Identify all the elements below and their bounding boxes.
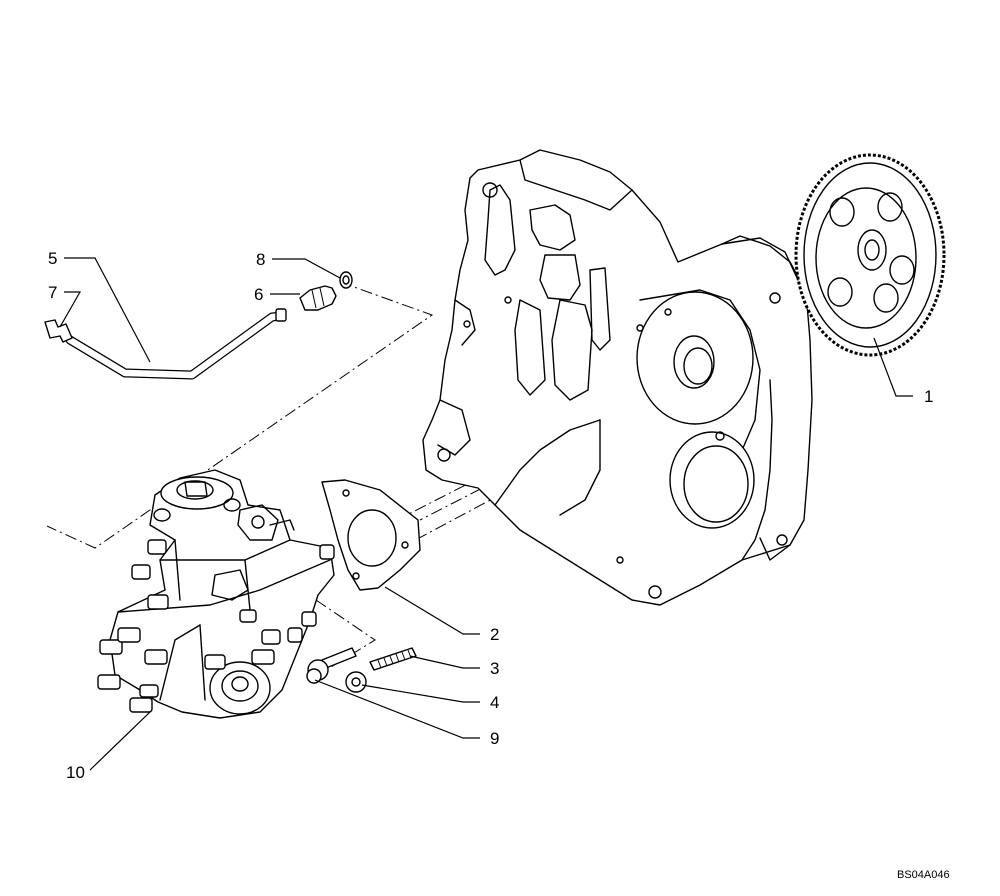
gasket-part xyxy=(321,479,421,591)
callout-8: 8 xyxy=(256,250,265,269)
stud-part xyxy=(369,647,417,671)
callout-7: 7 xyxy=(48,283,57,302)
union-part xyxy=(44,319,73,343)
callout-leaders xyxy=(59,257,913,771)
washer-part xyxy=(339,271,353,289)
callout-1: 1 xyxy=(924,387,933,406)
callout-5: 5 xyxy=(48,249,57,268)
injection-pump-part xyxy=(97,469,335,719)
callout-2: 2 xyxy=(490,625,499,644)
drawing-code: BS04A046 xyxy=(897,869,950,881)
timing-cover-housing xyxy=(422,149,813,606)
fitting-part xyxy=(299,285,337,311)
nut-part xyxy=(345,671,367,693)
callout-labels: 1 2 3 4 5 6 7 8 9 10 xyxy=(48,249,933,782)
screw-part xyxy=(306,647,357,684)
callout-10: 10 xyxy=(66,763,85,782)
callout-3: 3 xyxy=(490,659,499,678)
callout-9: 9 xyxy=(490,729,499,748)
pipe-part xyxy=(65,308,287,380)
callout-4: 4 xyxy=(490,693,499,712)
callout-6: 6 xyxy=(254,285,263,304)
gear-part xyxy=(794,153,946,357)
